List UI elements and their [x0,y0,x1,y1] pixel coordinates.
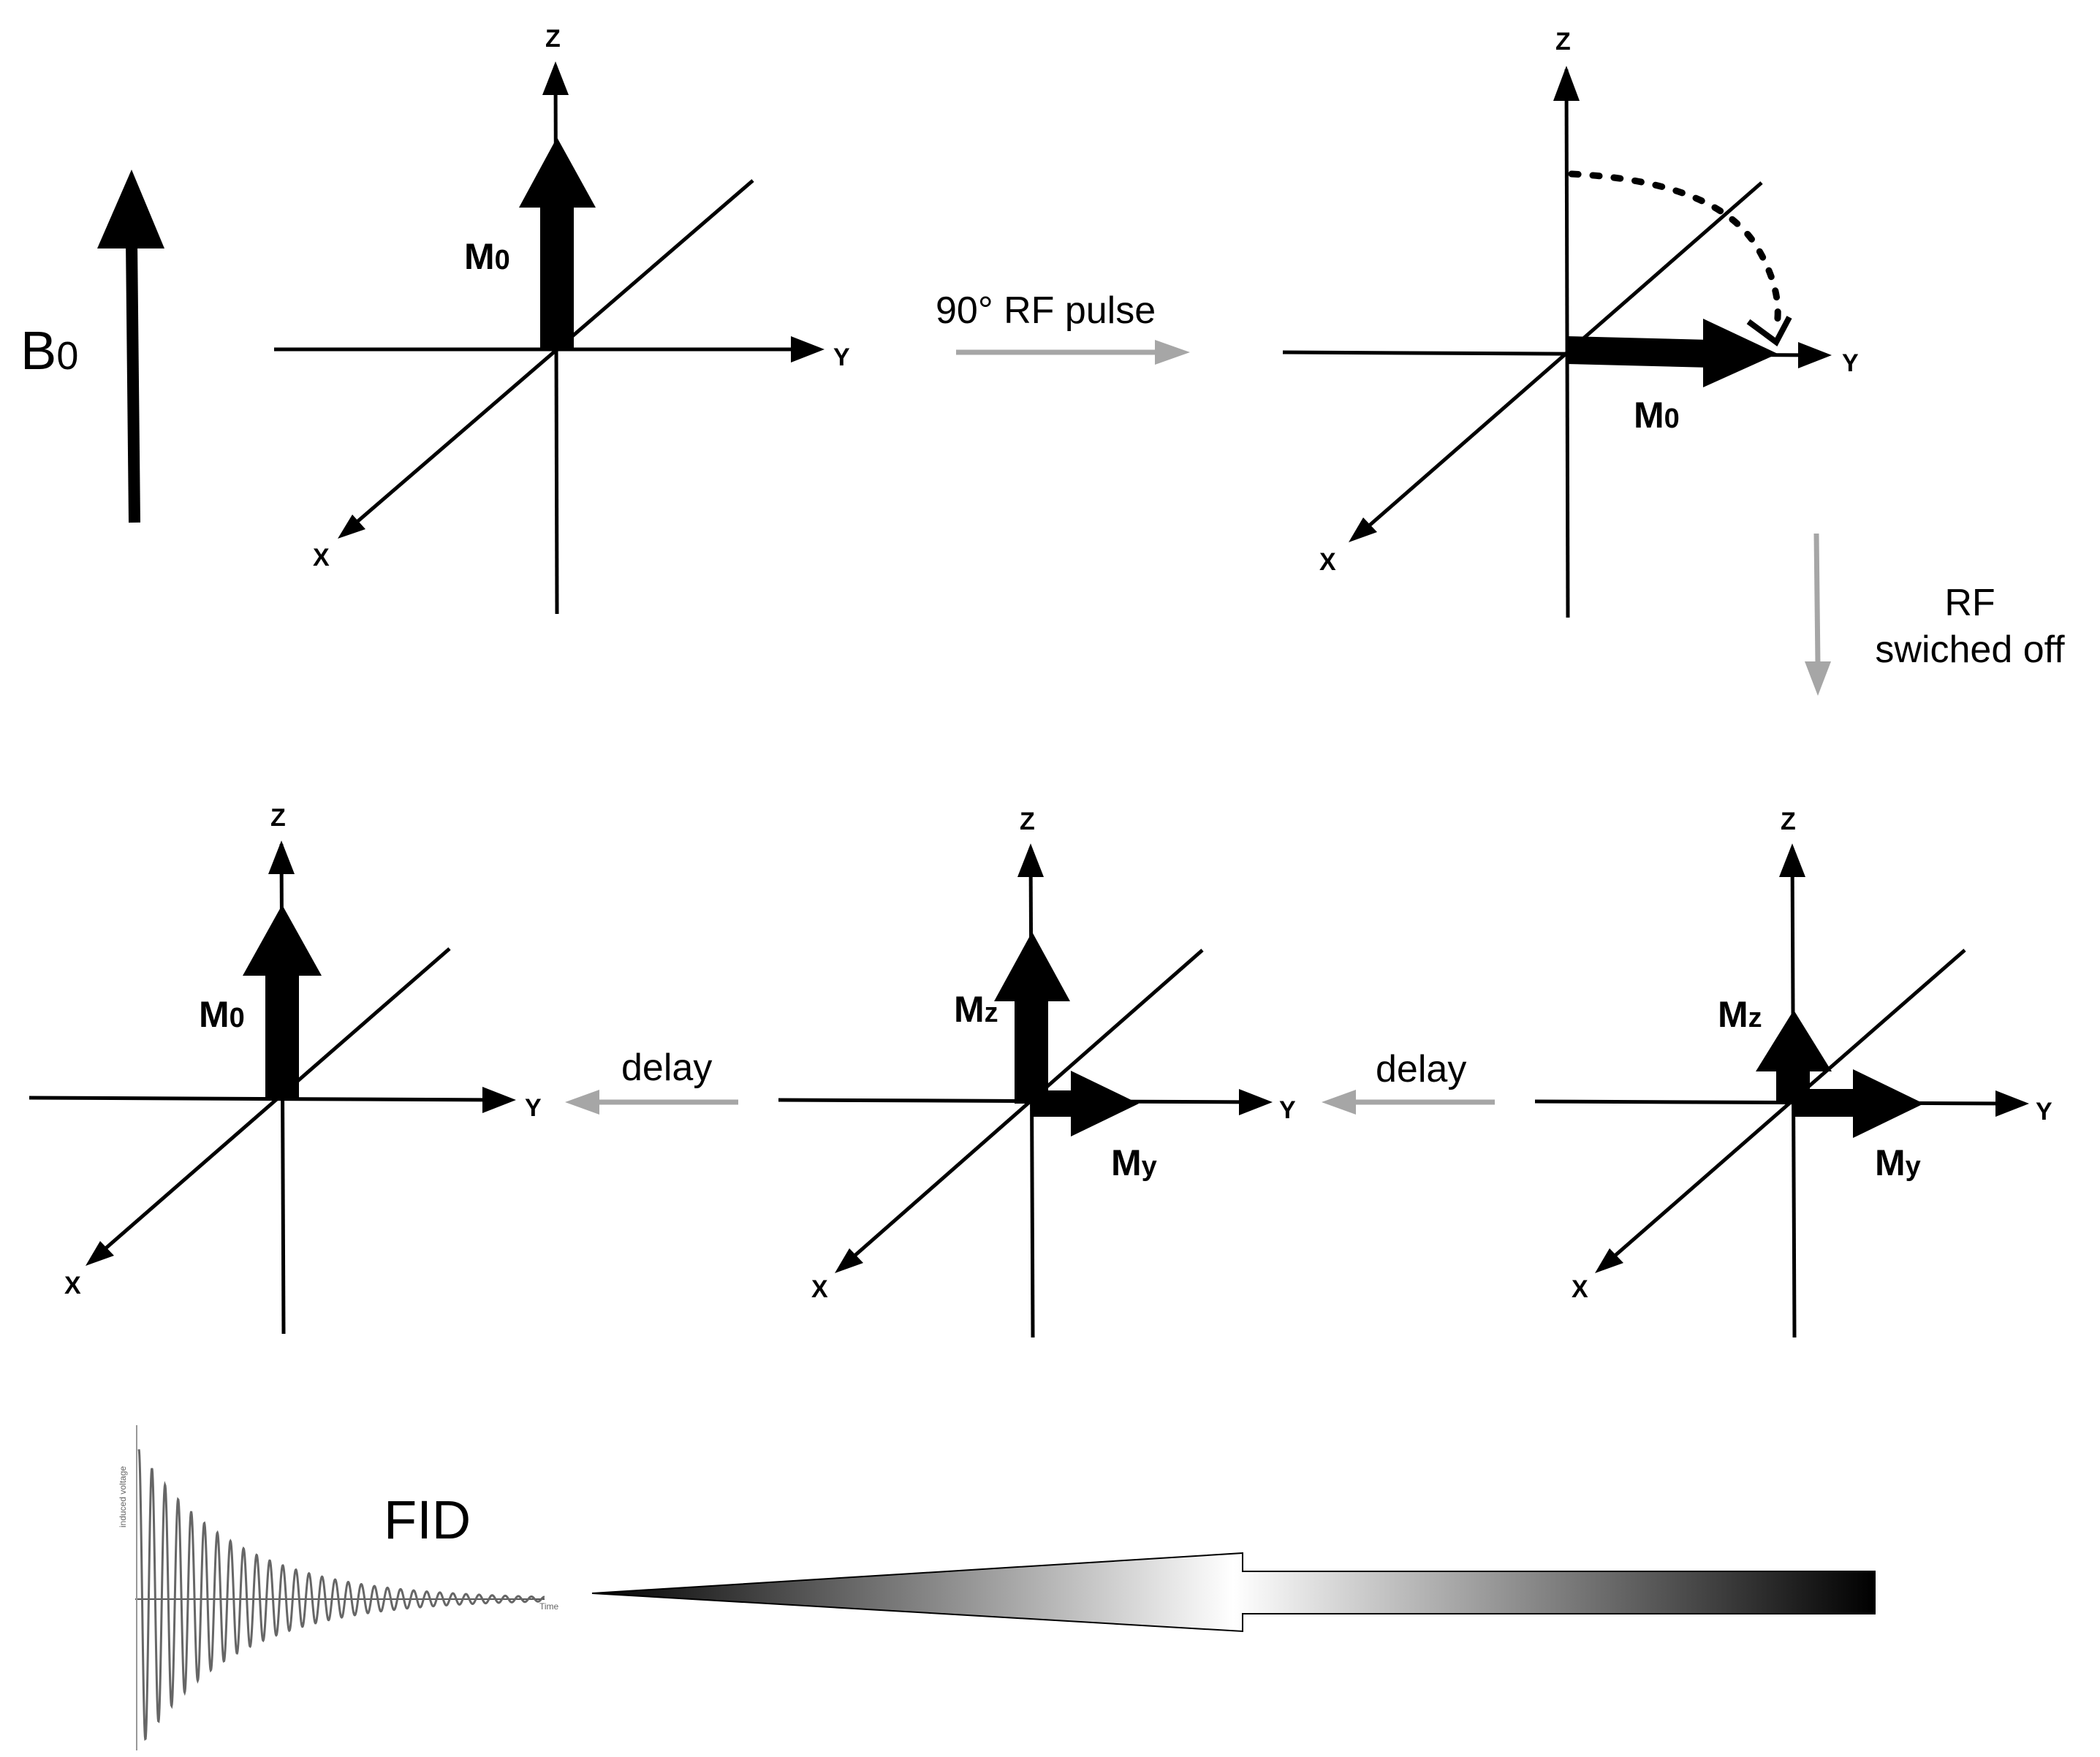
mz-label: Mz [954,989,998,1030]
z-axis-arrowhead [268,840,295,874]
z-axis-label: Z [545,25,561,53]
z-axis-arrowhead [1017,843,1044,877]
x-axis-arrowhead [338,515,365,539]
my-vector-head [1853,1069,1924,1138]
fid-ylabel: induced voltage [118,1466,128,1528]
delay-label-right: delay [1376,1048,1466,1090]
y-axis-arrowhead [1239,1089,1273,1115]
x-axis-label: X [811,1275,828,1303]
m0-label: M0 [464,236,510,277]
x-axis-arrowhead [1349,517,1377,542]
rotation-path-arrowhead [1746,316,1792,346]
m0-vector-head [243,905,322,976]
x-axis-arrowhead [1595,1248,1623,1273]
y-axis-arrowhead [791,336,825,363]
m0-vector-head [519,137,596,208]
m0-label: M0 [199,994,245,1035]
y-axis-label: Y [2036,1098,2052,1126]
m0-vector-shaft [265,972,299,1100]
step-delay-left: delay [565,1047,738,1115]
step-delay-right: delay [1322,1048,1495,1115]
x-axis-arrowhead [86,1241,114,1266]
y-axis-arrowhead [482,1087,516,1113]
mz-vector-head [994,932,1070,1001]
x-axis [839,949,1204,1270]
m0-vector-shaft [1566,336,1710,368]
fid-decay-wave [137,1449,545,1741]
x-axis-label: X [313,544,330,572]
z-axis-arrowhead [1779,843,1805,877]
b0-field: B0 [20,170,164,523]
rf-off-label-line2: swiched off [1875,629,2065,671]
y-axis-label: Y [525,1094,542,1122]
mz-label: Mz [1718,994,1762,1035]
y-axis-label: Y [1842,349,1859,377]
x-axis [1599,949,1966,1270]
z-axis-arrowhead [1553,66,1580,101]
y-axis-arrowhead [1995,1090,2029,1117]
z-axis-label: Z [1020,808,1035,835]
fid-xlabel: Time [539,1601,559,1612]
b0-arrow-head [97,170,164,248]
panel-after-rf-off: X Y Z Mz My [1534,808,2052,1338]
panel-equilibrium: X Y Z M0 [274,25,850,615]
z-axis-label: Z [1781,808,1796,835]
rf-off-label-line1: RF [1944,582,1995,624]
step-rf-off: RF swiched off [1805,533,2065,696]
my-vector-shaft [1794,1089,1857,1117]
delay-label-left: delay [621,1047,712,1089]
y-axis-arrowhead [1798,342,1832,368]
fid-section: FID induced voltage Time [118,1425,1876,1750]
x-axis [1354,181,1763,539]
rf-pulse-arrow-head [1155,340,1190,365]
x-axis-label: X [64,1272,81,1299]
m0-vector-shaft [540,205,574,351]
m0-label: M0 [1634,395,1680,436]
step-rf-pulse: 90° RF pulse [936,289,1190,365]
rf-off-arrow-shaft [1813,533,1821,666]
b0-label: B0 [20,320,78,381]
my-vector-head [1071,1071,1139,1136]
x-axis-arrowhead [835,1248,863,1273]
panel-after-pulse: X Y Z M0 [1282,28,1859,618]
mz-vector-shaft [1015,998,1048,1104]
panel-partial-recovery: X Y Z Mz My [778,808,1296,1338]
z-axis-arrowhead [542,61,569,95]
rf-off-arrow-head [1805,661,1831,696]
mz-vector-head [1756,1010,1832,1071]
z-axis-label: Z [1555,28,1571,56]
x-axis-label: X [1319,548,1336,576]
x-axis-label: X [1572,1275,1588,1303]
my-vector-shaft [1032,1090,1074,1117]
rf-pulse-label: 90° RF pulse [936,289,1156,332]
my-label: My [1111,1142,1157,1183]
y-axis-label: Y [833,344,850,371]
b0-arrow-shaft [126,240,140,523]
fid-gradient-arrow [591,1552,1876,1633]
z-axis-label: Z [270,804,286,832]
delay-arrow-left-head [565,1090,599,1115]
fid-label: FID [384,1490,471,1550]
rotation-path-dotted [1568,170,1781,333]
x-axis [90,947,451,1262]
m0-vector-head [1703,319,1778,387]
panel-recovered: X Y Z M0 [29,804,542,1335]
my-label: My [1875,1142,1921,1183]
x-axis [342,179,754,535]
delay-arrow-right-head [1322,1090,1356,1115]
y-axis-label: Y [1279,1096,1296,1124]
